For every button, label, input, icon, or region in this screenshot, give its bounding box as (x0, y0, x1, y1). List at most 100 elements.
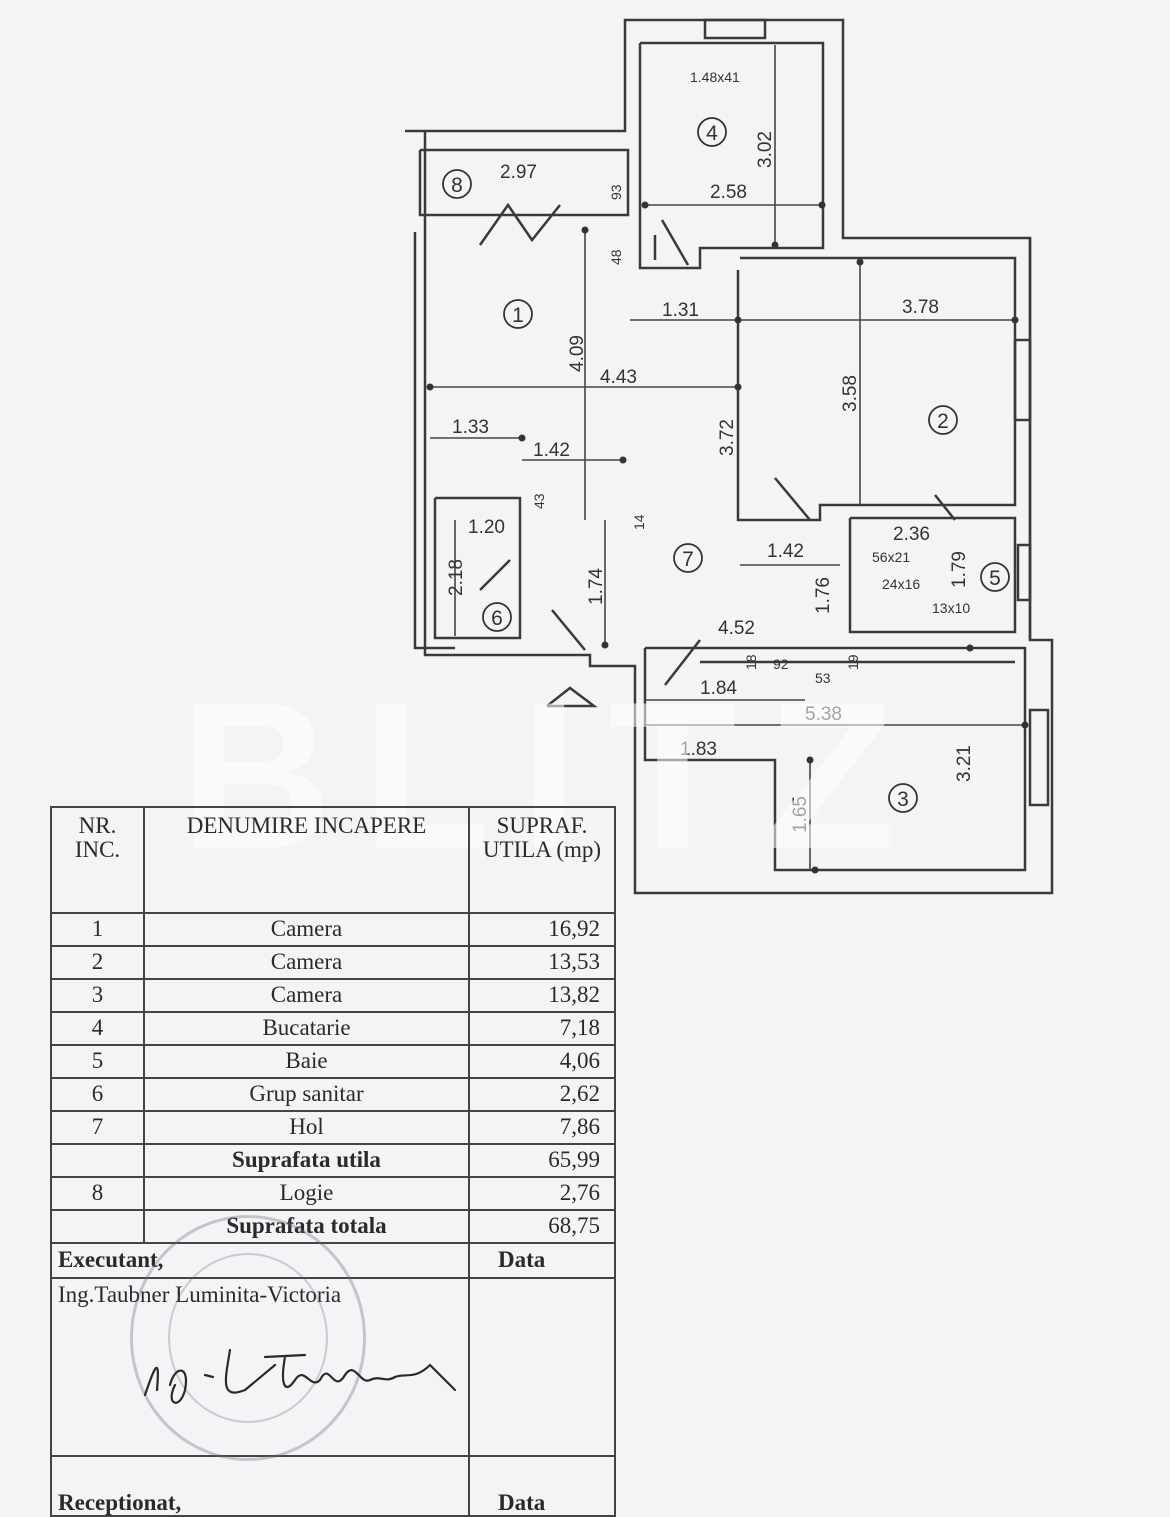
door-room2 (774, 477, 811, 521)
dim-label: 1.48x41 (690, 69, 740, 85)
dim-label: 53 (815, 670, 831, 686)
room-number-6: 6 (491, 607, 503, 630)
table-row: 1 Camera 16,92 (50, 912, 616, 947)
room-number-1: 1 (512, 304, 524, 327)
row-name: Bucatarie (143, 1011, 470, 1046)
dim-label: 13x10 (932, 600, 970, 616)
row-area: 4,06 (468, 1044, 616, 1079)
dim-label: 2.58 (710, 182, 747, 203)
dim-label: 4.52 (718, 618, 755, 639)
dim-label: 93 (608, 184, 624, 200)
row-name: Hol (143, 1110, 470, 1145)
dim-label: 3.02 (755, 131, 776, 168)
room-number-4: 4 (706, 122, 718, 145)
room-area-table: NR. INC. DENUMIRE INCAPERE SUPRAF. UTILA… (50, 806, 616, 1517)
room-circle-6 (482, 602, 512, 632)
row-name: Camera (143, 912, 470, 947)
subtotal-label: Suprafata utila (143, 1143, 470, 1178)
header-area: SUPRAF. UTILA (mp) (468, 806, 616, 914)
room-circle-3 (888, 783, 918, 813)
room-number-2: 2 (937, 410, 949, 433)
door-bath (934, 494, 956, 521)
row-area: 2,62 (468, 1077, 616, 1112)
row-name: Logie (143, 1176, 470, 1211)
room-number-7: 7 (682, 548, 694, 571)
row-nr: 2 (50, 945, 145, 980)
receptionat-label: Receptionat, (50, 1455, 470, 1517)
row-nr: 1 (50, 912, 145, 947)
table-header-row: NR. INC. DENUMIRE INCAPERE SUPRAF. UTILA… (50, 806, 616, 914)
executant-label: Executant, (50, 1242, 470, 1279)
row-nr: 8 (50, 1176, 145, 1211)
dim-label: 1.84 (700, 678, 737, 699)
dim-label: 1.20 (468, 517, 505, 538)
dim-label: 4.43 (600, 367, 637, 388)
dim-label: 1.74 (586, 568, 607, 605)
total-row: Suprafata totala 68,75 (50, 1209, 616, 1244)
dim-label: 1.42 (767, 541, 804, 562)
executant-body-row: Ing.Taubner Luminita-Victoria (50, 1277, 616, 1457)
table-row: 6 Grup sanitar 2,62 (50, 1077, 616, 1112)
dim-label: 1.42 (533, 440, 570, 461)
dim-label: 43 (531, 493, 547, 509)
table-row: 8 Logie 2,76 (50, 1176, 616, 1211)
executant-name: Ing.Taubner Luminita-Victoria (50, 1277, 470, 1457)
dim-label: 92 (773, 656, 789, 672)
dim-label: 1.83 (680, 739, 717, 760)
room-circle-2 (928, 405, 958, 435)
dim-label: 14 (631, 514, 647, 530)
dim-label: 1.76 (813, 577, 834, 614)
subtotal-row: Suprafata utila 65,99 (50, 1143, 616, 1178)
room-number-3: 3 (897, 788, 909, 811)
door-room3 (664, 639, 701, 686)
door-kitchen (660, 219, 690, 266)
dim-label: 19 (845, 654, 861, 670)
executant-row: Executant, Data (50, 1242, 616, 1279)
table-row: 3 Camera 13,82 (50, 978, 616, 1013)
row-area: 2,76 (468, 1176, 616, 1211)
room-number-5: 5 (989, 567, 1001, 590)
receptionat-row: Receptionat, Data (50, 1455, 616, 1517)
date-label: Data (468, 1242, 616, 1279)
window-top (703, 18, 767, 40)
dim-label: 1.65 (790, 796, 811, 833)
total-area: 68,75 (468, 1209, 616, 1244)
table-row: 7 Hol 7,86 (50, 1110, 616, 1145)
table-row: 4 Bucatarie 7,18 (50, 1011, 616, 1046)
dim-label: 3.21 (954, 745, 975, 782)
dim-label: 2.18 (446, 559, 467, 596)
window-right-1 (1013, 338, 1032, 422)
table-row: 5 Baie 4,06 (50, 1044, 616, 1079)
room-circle-8 (442, 169, 472, 199)
row-nr: 7 (50, 1110, 145, 1145)
row-name: Baie (143, 1044, 470, 1079)
row-name: Camera (143, 945, 470, 980)
table-row: 2 Camera 13,53 (50, 945, 616, 980)
entrance-arrow (546, 686, 598, 708)
row-area: 16,92 (468, 912, 616, 947)
window-right-2 (1016, 543, 1032, 602)
row-nr: 5 (50, 1044, 145, 1079)
row-nr: 4 (50, 1011, 145, 1046)
room-circle-7 (673, 543, 703, 573)
header-nr: NR. INC. (50, 806, 145, 914)
door-hall (551, 609, 586, 651)
dim-label: 5.38 (805, 704, 842, 725)
dim-label: 1.31 (662, 300, 699, 321)
dim-label: 2.97 (500, 162, 537, 183)
dim-label: 24x16 (882, 576, 920, 592)
dim-label: 1.33 (452, 417, 489, 438)
dim-label: 3.58 (840, 375, 861, 412)
header-name: DENUMIRE INCAPERE (143, 806, 470, 914)
subtotal-area: 65,99 (468, 1143, 616, 1178)
row-name: Grup sanitar (143, 1077, 470, 1112)
row-area: 7,18 (468, 1011, 616, 1046)
date-label-2: Data (468, 1455, 616, 1517)
row-nr: 6 (50, 1077, 145, 1112)
row-nr: 3 (50, 978, 145, 1013)
room-circle-4 (697, 117, 727, 147)
row-area: 13,53 (468, 945, 616, 980)
row-area: 13,82 (468, 978, 616, 1013)
row-area: 7,86 (468, 1110, 616, 1145)
door-logie (478, 202, 561, 246)
